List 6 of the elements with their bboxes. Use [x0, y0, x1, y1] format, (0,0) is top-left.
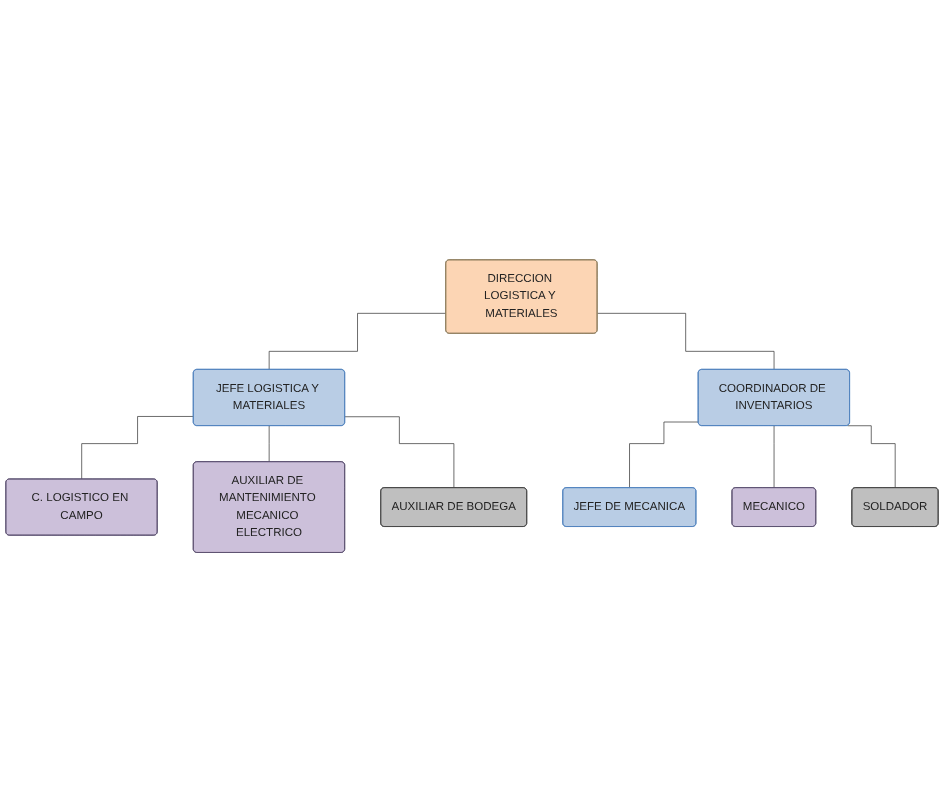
connector: [847, 425, 896, 489]
connector: [81, 415, 194, 480]
connector: [629, 421, 699, 489]
connector: [344, 416, 455, 489]
connector: [597, 312, 775, 370]
connector: [268, 312, 447, 370]
